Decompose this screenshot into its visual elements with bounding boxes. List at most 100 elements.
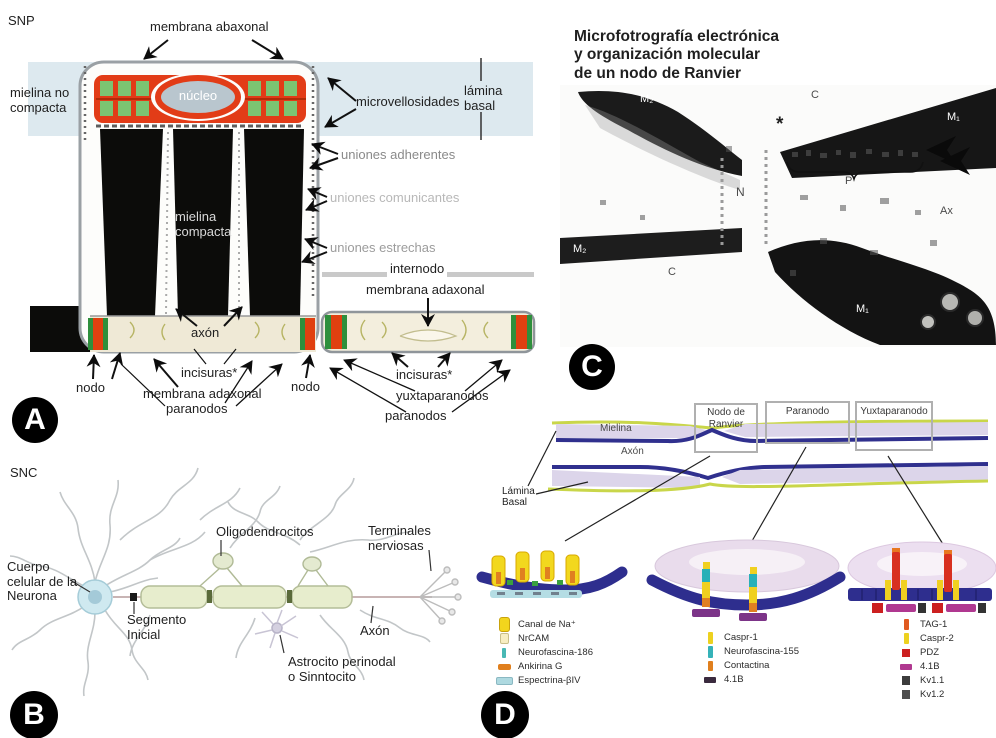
caspr2-icon	[903, 633, 909, 644]
legend-item-label: Kv1.1	[920, 675, 945, 686]
label-mielina-d: Mielina	[600, 423, 632, 434]
oligodendrocytes	[199, 552, 329, 587]
label-oligodendrocitos: Oligodendrocitos	[216, 524, 314, 539]
pdz-icon	[902, 648, 910, 657]
legend-item-label: NrCAM	[518, 633, 550, 644]
box-label-nodo: Nodo de Ranvier	[707, 407, 745, 430]
label-nucleo: núcleo	[178, 88, 218, 103]
legend-row: NrCAM	[494, 632, 593, 645]
label-mielina-no-compacta: mielina no compacta	[10, 85, 70, 115]
legend-juxtaparanode: TAG-1 Caspr-2 PDZ 4.1B Kv1.1 Kv1.2	[896, 618, 954, 702]
legend-paranode: Caspr-1 Neurofascina-155 Contactina 4.1B	[700, 631, 799, 687]
schwann-cell-illustration	[28, 39, 536, 413]
axoplasm-speckles	[600, 146, 937, 276]
molecular-organization-diagram	[476, 401, 996, 621]
adaxonal-tube	[88, 315, 316, 352]
legend-row: Neurofascina-186	[494, 646, 593, 659]
nucleus	[151, 73, 245, 121]
panel-badge-a: A	[12, 397, 58, 443]
caspr1-icon	[707, 631, 713, 644]
kv12-icon	[902, 690, 910, 699]
label-membrana-adaxonal-left: membrana adaxonal	[143, 386, 262, 401]
legend-item-label: Espectrina-βIV	[518, 675, 581, 686]
box-label-paranodo: Paranodo	[785, 406, 830, 417]
label-axon-b: Axón	[360, 623, 390, 638]
perinodal-astrocyte	[254, 609, 299, 649]
zoom-connector-lines	[527, 430, 947, 550]
node-stripes-cell-right	[300, 318, 315, 350]
label-yuxtaparanodos: yuxtaparanodos	[396, 388, 489, 403]
label-c-bottom: C	[668, 266, 676, 278]
legend-item-label: Neurofascina-186	[518, 647, 593, 658]
juxtaparanodal-protein-stack-2	[932, 550, 986, 613]
box-label-yuxtaparanodo: Yuxtaparanodo	[860, 406, 928, 417]
legend-item-label: Neurofascina-155	[724, 646, 799, 657]
label-m2-top: M₂	[640, 93, 654, 105]
legend-row: TAG-1	[896, 618, 954, 631]
label-incisuras-left: incisuras*	[181, 365, 238, 380]
label-m2-bottom: M₂	[573, 243, 587, 255]
node-stripes-left	[88, 318, 108, 350]
label-uniones-adherentes: uniones adherentes	[341, 147, 456, 162]
label-asterisk: *	[776, 114, 784, 135]
legend-row: Espectrina-βIV	[494, 674, 593, 687]
label-membrana-adaxonal-right: membrana adaxonal	[366, 282, 485, 297]
legend-row: 4.1B	[700, 673, 799, 686]
legend-row: Caspr-2	[896, 632, 954, 645]
electron-micrograph	[560, 85, 996, 347]
legend-row: Kv1.1	[896, 674, 954, 687]
label-paranodos-left: paranodos	[166, 401, 228, 416]
panel-badge-b: B	[10, 691, 58, 738]
label-n: N	[736, 185, 745, 199]
legend-item-label: Caspr-2	[920, 633, 954, 644]
label-segmento-inicial: Segmento Inicial	[127, 612, 187, 642]
snc-neuron-illustration	[9, 467, 462, 697]
panel-c-title: Microfotrografía electrónica y organizac…	[574, 28, 779, 82]
paranode-brace	[786, 161, 924, 182]
41b-magenta-icon	[900, 663, 912, 670]
label-uniones-estrechas: uniones estrechas	[330, 240, 436, 255]
region-label-snp: SNP	[8, 13, 35, 28]
nodo-box	[694, 403, 758, 453]
legend-item-label: Caspr-1	[724, 632, 758, 643]
label-axon-d: Axón	[621, 446, 644, 457]
panel-badge-c: C	[569, 344, 615, 390]
label-astrocito: Astrocito perinodal o Sinntocito	[288, 654, 396, 684]
label-uniones-comunicantes: uniones comunicantes	[330, 190, 460, 205]
label-m1-top: M₁	[947, 111, 960, 123]
label-c-top: C	[811, 89, 819, 101]
label-membrana-abaxonal: membrana abaxonal	[150, 19, 269, 34]
paranodal-loop-speckles	[792, 149, 918, 158]
legend-row: Ankirina G	[494, 660, 593, 673]
ankirina-g-icon	[497, 663, 511, 670]
label-mielina-compacta: mielina compacta	[175, 209, 232, 239]
label-internodo: internodo	[387, 261, 448, 277]
myelin-band-bottom-right	[768, 240, 996, 345]
juxtaparanodal-protein-stack-1	[872, 548, 926, 613]
legend-row: Kv1.2	[896, 688, 954, 701]
tag1-icon	[903, 619, 909, 630]
region-label-snc: SNC	[10, 465, 38, 480]
label-microvellosidades: microvellosidades	[356, 94, 460, 109]
paranode-molecular-detail	[646, 539, 846, 621]
compact-myelin-slabs	[100, 129, 304, 316]
legend-row: Contactina	[700, 659, 799, 672]
paranodal-protein-stack-1	[692, 562, 720, 617]
juxtaparanode-molecular-detail	[847, 541, 996, 613]
label-axon-a: axón	[191, 325, 220, 340]
legend-item-label: 4.1B	[920, 661, 940, 672]
legend-item-label: Canal de Na⁺	[518, 619, 576, 630]
label-paranodos-right: paranodos	[385, 408, 447, 423]
internode-axon-segment	[320, 310, 536, 354]
kv11-icon	[902, 676, 910, 685]
yuxtaparanodo-box	[855, 401, 933, 451]
legend-row: Neurofascina-155	[700, 645, 799, 658]
sodium-channel-icon	[498, 617, 510, 632]
double-arrowhead-1	[926, 136, 956, 164]
label-ax: Ax	[940, 205, 953, 217]
legend-row: Caspr-1	[700, 631, 799, 644]
contactina-icon	[707, 660, 713, 671]
paranodal-protein-stack-2	[739, 567, 767, 621]
